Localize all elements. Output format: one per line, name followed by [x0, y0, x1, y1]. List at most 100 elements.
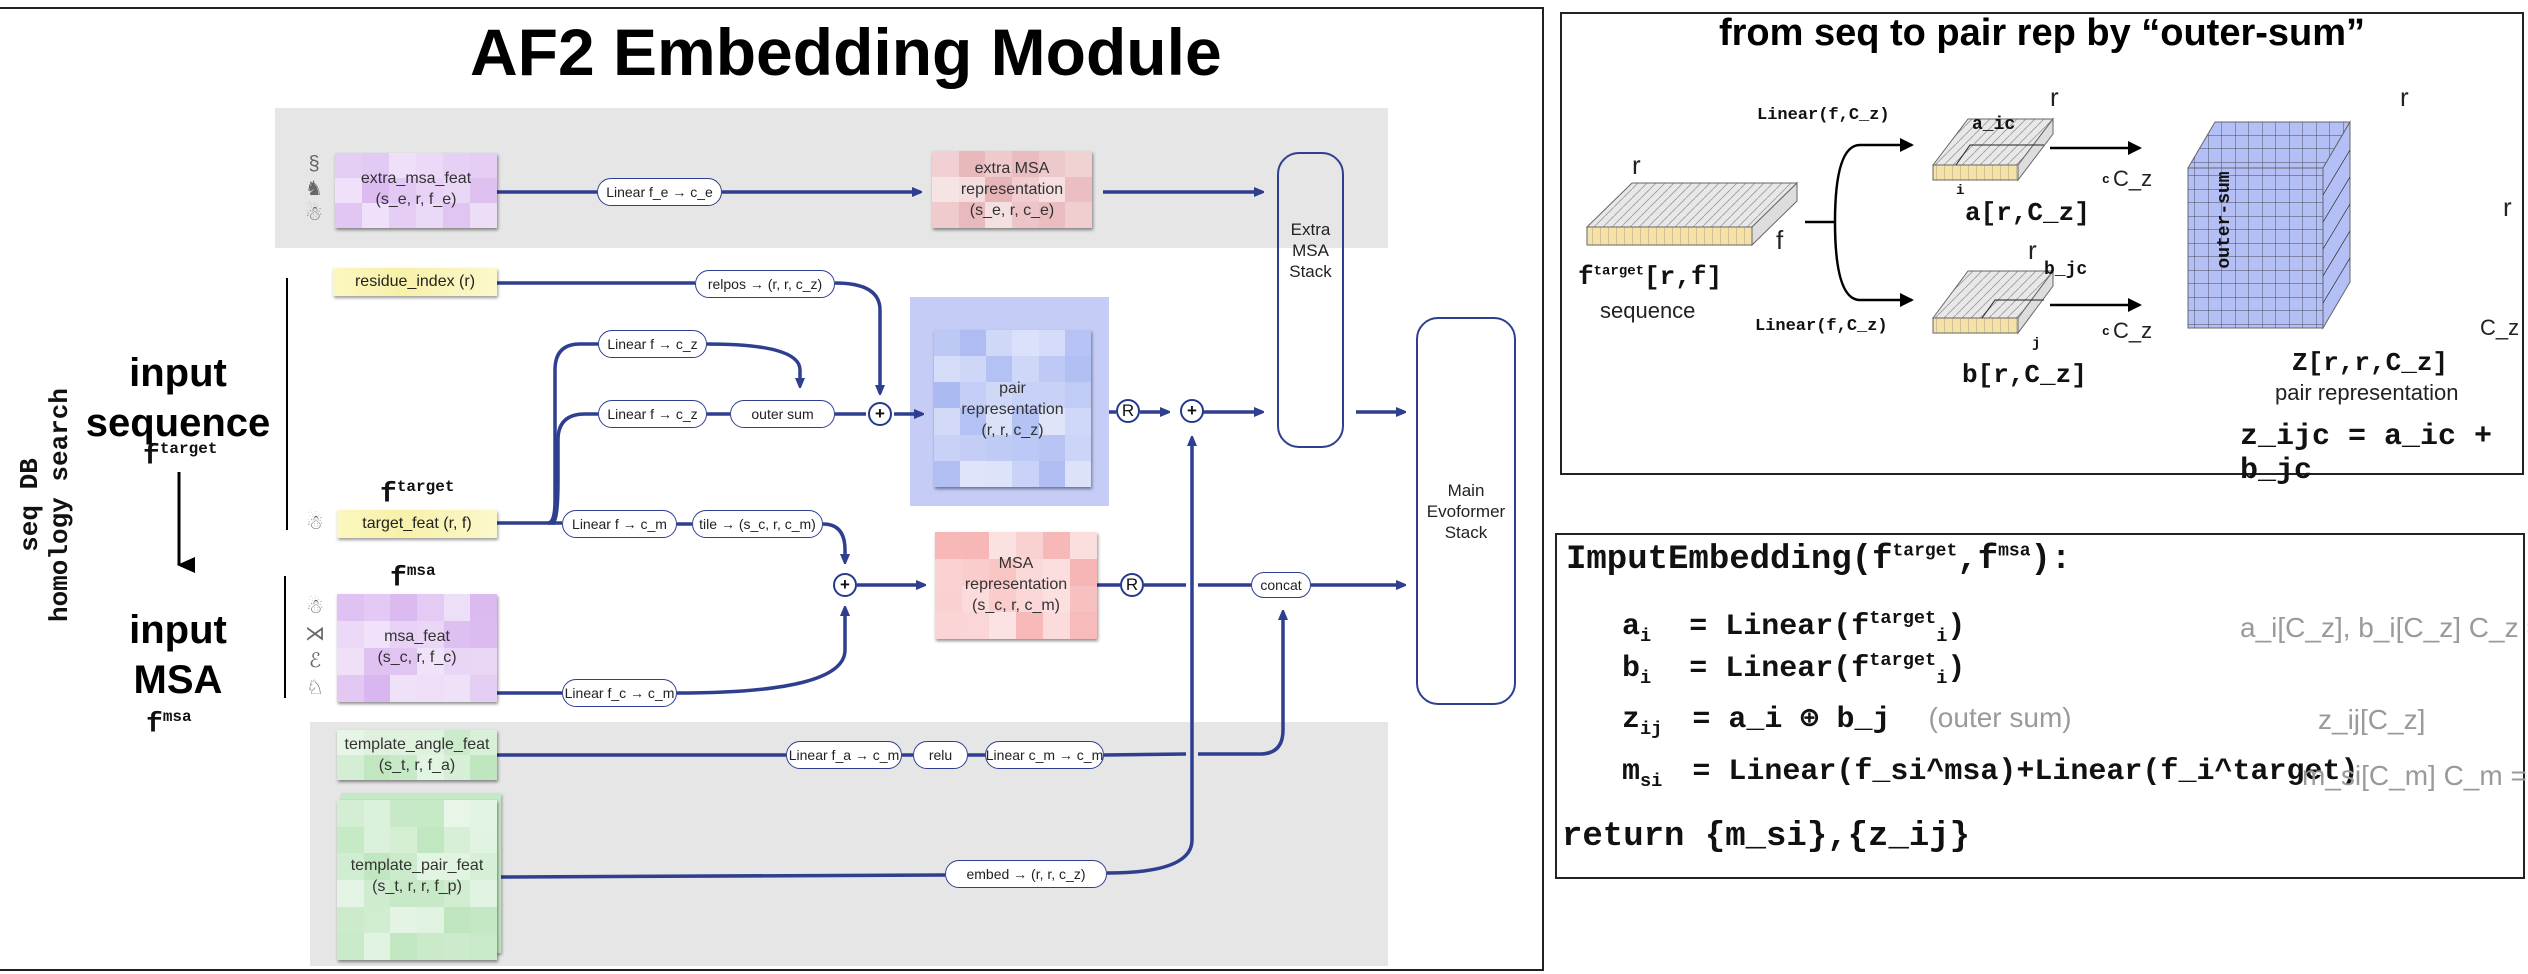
heatmap-cell: [337, 853, 364, 880]
wire-lincm-concat: [1103, 612, 1283, 757]
linear-f-cm-op: Linear f → c_m: [562, 510, 677, 538]
side-label-line1: seq DB: [15, 458, 45, 552]
heatmap-cell: [363, 826, 391, 854]
extra-msa-stack: Extra MSA Stack: [1277, 152, 1344, 448]
input-sequence-line2: sequence: [85, 401, 271, 445]
z-tensor-label: Z[r,r,C_z]: [2292, 348, 2449, 378]
heatmap-cell: [960, 382, 987, 409]
rep-line2: representation: [961, 401, 1064, 418]
heatmap-cell: [1011, 176, 1039, 203]
lhs: m: [1622, 755, 1641, 789]
heatmap-cell: [962, 585, 989, 613]
add-node-template: +: [1180, 399, 1204, 423]
heatmap-cell: [390, 755, 417, 780]
feature-name: template_angle_feat: [344, 736, 490, 753]
heatmap-cell: [470, 153, 497, 178]
b-elem: b_jc: [2044, 260, 2088, 280]
arg1-sup: target: [1892, 541, 1958, 562]
pair-representation-label: pair representation (r, r, c_z): [934, 378, 1091, 441]
outer-sum-arrow-label: outer-sum: [2215, 171, 2235, 269]
heatmap-cell: [958, 176, 986, 203]
heatmap-cell: [986, 460, 1013, 487]
input-msa-symbol: fmsa: [146, 708, 192, 740]
b-tensor-label: b[r,C_z]: [1962, 360, 2087, 390]
heatmap-cell: [1038, 202, 1066, 228]
heatmap-cell: [1012, 408, 1039, 435]
heatmap-cell: [416, 594, 444, 621]
feature-shape: (s_t, r, r, f_p): [372, 878, 462, 895]
code-comment-a: a_i[C_z], b_i[C_z] C_z = 128: [2240, 612, 2528, 643]
lhs-sub: i: [1640, 668, 1652, 689]
heatmap-cell: [1038, 330, 1065, 357]
stack-line: Stack: [1444, 522, 1488, 542]
rhs: = a_i ⊕ b_j: [1692, 703, 1891, 737]
main-title: AF2 Embedding Module: [470, 15, 1222, 89]
heatmap-cell: [935, 532, 962, 559]
heatmap-cell: [363, 675, 391, 702]
extra-msa-feat-label: extra_msa_feat (s_e, r, f_e): [335, 168, 497, 210]
heatmap-cell: [390, 648, 417, 675]
heatmap-cell: [337, 594, 364, 621]
heatmap-cell: [1043, 612, 1070, 639]
heatmap-cell: [470, 906, 497, 934]
heatmap-cell: [337, 621, 364, 648]
feature-shape: (s_c, r, f_c): [377, 649, 457, 666]
feature-shape: (s_e, r, f_e): [375, 191, 457, 208]
target-feat-box: target_feat (r, f): [337, 510, 497, 538]
label-rest: [r,f]: [1644, 262, 1723, 292]
heatmap-cell: [363, 906, 391, 934]
heatmap-cell: [470, 853, 497, 880]
heatmap-cell: [337, 755, 364, 780]
symbol-sup: target: [396, 478, 455, 496]
add-node-pair: +: [868, 402, 892, 426]
function-name: ImputEmbedding(: [1566, 541, 1873, 579]
pair-representation-box: [934, 330, 1091, 487]
heatmap-cell: [390, 675, 417, 702]
code-return: return {m_si},{z_ij}: [1562, 818, 1971, 856]
stack-line: Main: [1447, 480, 1485, 500]
feature-name: template_pair_feat: [350, 857, 484, 874]
wire-linfc-plus: [676, 608, 845, 695]
code-comment-m: m_si[C_m] C_m = 256: [2302, 760, 2528, 791]
symbol-f: f: [380, 479, 397, 511]
lhs-sub: si: [1640, 771, 1663, 792]
rep-shape: (r, r, c_z): [981, 422, 1044, 439]
heatmap-cell: [989, 585, 1016, 613]
heatmap-cell: [1012, 356, 1039, 383]
heatmap-cell: [986, 356, 1013, 383]
heatmap-cell: [443, 933, 471, 960]
template-angle-feat-label: template_angle_feat (s_t, r, f_a): [330, 734, 504, 776]
heatmap-cell: [416, 203, 443, 228]
heatmap-cell: [470, 621, 497, 648]
stack-line: Evoformer: [1426, 501, 1506, 521]
recycle-node-pair: R: [1116, 399, 1140, 423]
heatmap-cell: [337, 648, 364, 675]
heatmap-cell: [443, 755, 471, 780]
note: (outer sum): [1928, 702, 2072, 733]
seq-dim-side: f: [1776, 225, 1784, 255]
heatmap-cell: [934, 434, 961, 461]
symbol-sup: msa: [162, 708, 192, 726]
a-elem: a_ic: [1972, 115, 2016, 135]
msa-feat-label: msa_feat (s_c, r, f_c): [337, 626, 497, 668]
feature-name: extra_msa_feat: [360, 170, 472, 187]
template-pair-feat-label: template_pair_feat (s_t, r, r, f_p): [337, 855, 497, 897]
heatmap-cell: [1012, 330, 1039, 357]
heatmap-cell: [443, 648, 471, 675]
heatmap-cell: [443, 730, 471, 755]
linear-top-label: Linear(f,C_z): [1757, 106, 1890, 125]
person-icon: ☃: [306, 512, 324, 534]
label-symbol: f: [1578, 262, 1594, 292]
wire-relpos: [834, 281, 880, 393]
wiring-diagram: [177, 0, 1560, 879]
input-msa-label: input MSA: [78, 605, 278, 705]
heatmap-cell: [986, 408, 1013, 435]
heatmap-cell: [470, 800, 497, 827]
heatmap-cell: [363, 879, 391, 907]
heatmap-cell: [416, 153, 443, 178]
heatmap-cell: [934, 382, 961, 409]
heatmap-cell: [470, 826, 497, 854]
heatmap-cell: [443, 879, 471, 907]
heatmap-cell: [985, 202, 1012, 228]
main-evoformer-stack: Main Evoformer Stack: [1416, 317, 1516, 705]
